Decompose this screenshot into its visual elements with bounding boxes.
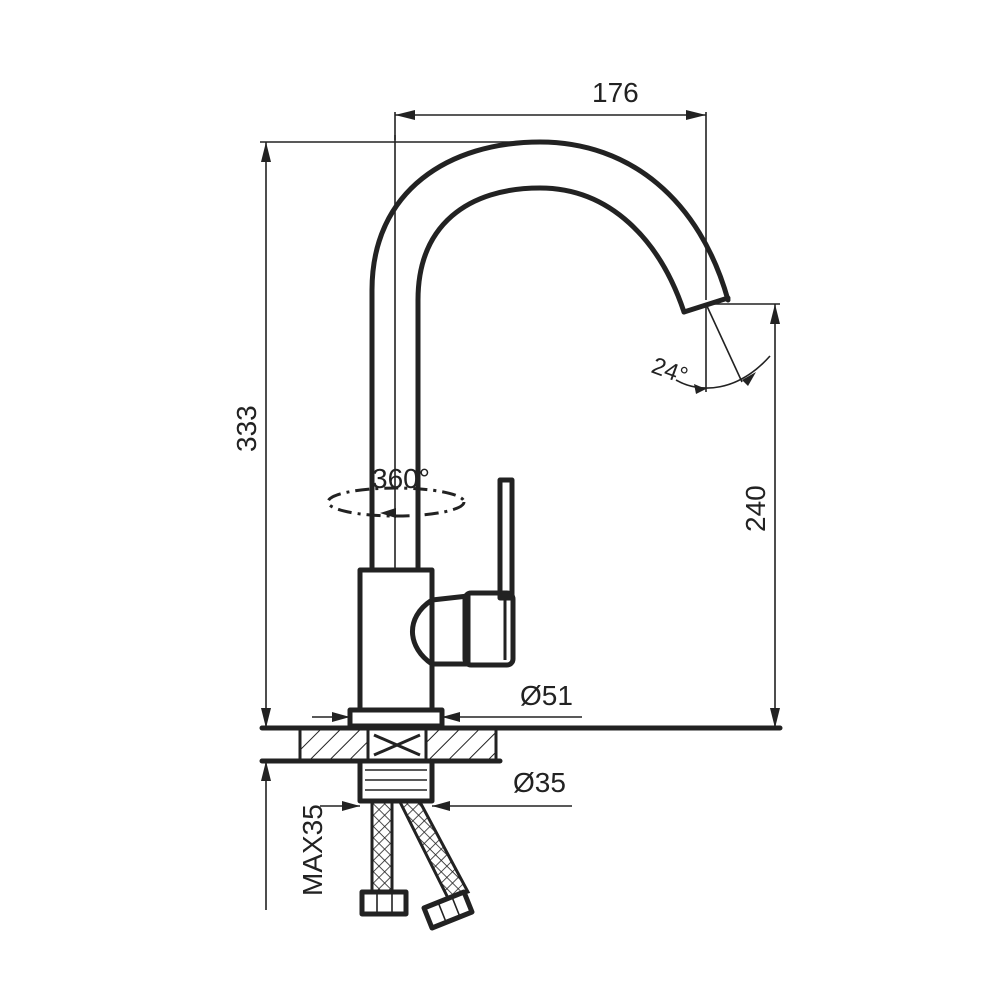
width-top-label: 176	[592, 77, 639, 108]
mounting-shank	[357, 758, 435, 804]
angle-24: 24°	[648, 303, 771, 394]
rotation-label: 360°	[372, 463, 430, 494]
dimension-333: 333	[231, 141, 545, 728]
dimension-max35: MAX35	[261, 761, 328, 910]
supply-hoses	[359, 800, 475, 931]
spout-height-label: 240	[740, 485, 771, 532]
dimension-176: 176	[394, 77, 707, 300]
dimension-240: 240	[706, 303, 780, 728]
max-thickness-label: MAX35	[297, 804, 328, 896]
base-diameter-label: Ø51	[520, 680, 573, 711]
total-height-label: 333	[231, 405, 262, 452]
dimension-d35: Ø35	[320, 767, 572, 811]
rotation-indicator: 360°	[326, 463, 466, 518]
thread-diameter-label: Ø35	[513, 767, 566, 798]
dimension-d51: Ø51	[312, 680, 582, 722]
faucet-spout	[369, 135, 731, 573]
